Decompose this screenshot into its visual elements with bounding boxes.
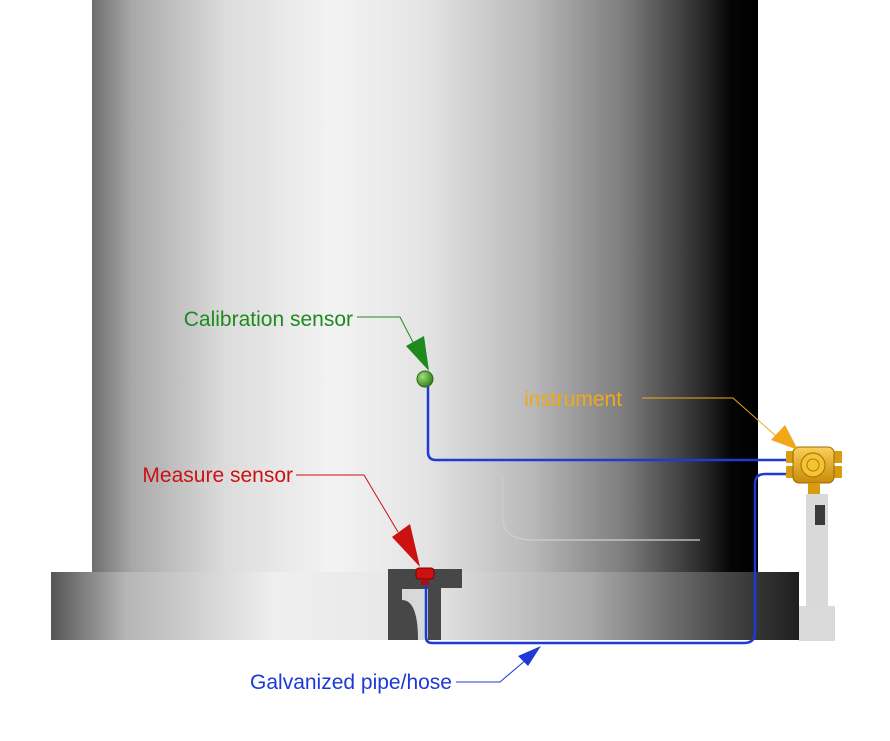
calibration-leader	[357, 316, 419, 353]
tank-body	[92, 0, 758, 576]
instrument-arrow	[771, 425, 798, 450]
calibration-sensor	[416, 370, 434, 388]
pipe-arrow	[518, 646, 541, 666]
measure-arrow	[392, 524, 420, 567]
sensor-bracket-notch	[402, 589, 428, 640]
calibration-pipe	[426, 381, 790, 462]
calibration-arrow	[406, 336, 429, 371]
measure-sensor-stem	[421, 579, 429, 585]
tank-reflection	[502, 478, 700, 541]
instrument-box	[786, 446, 842, 494]
pipe-label: Galvanized pipe/hose	[250, 671, 452, 694]
measure-sensor	[415, 567, 435, 580]
instrument-stand-clamp	[815, 505, 825, 525]
instrument-leader	[642, 397, 777, 437]
calibration-sensor-label: Calibration sensor	[184, 308, 353, 331]
measure-leader	[296, 474, 399, 533]
instrument-label: instrument	[524, 388, 622, 411]
pipe-leader	[456, 658, 528, 683]
measure-pipe	[424, 472, 790, 645]
instrument-stand-foot	[799, 606, 835, 641]
measure-sensor-label: Measure sensor	[142, 464, 293, 487]
